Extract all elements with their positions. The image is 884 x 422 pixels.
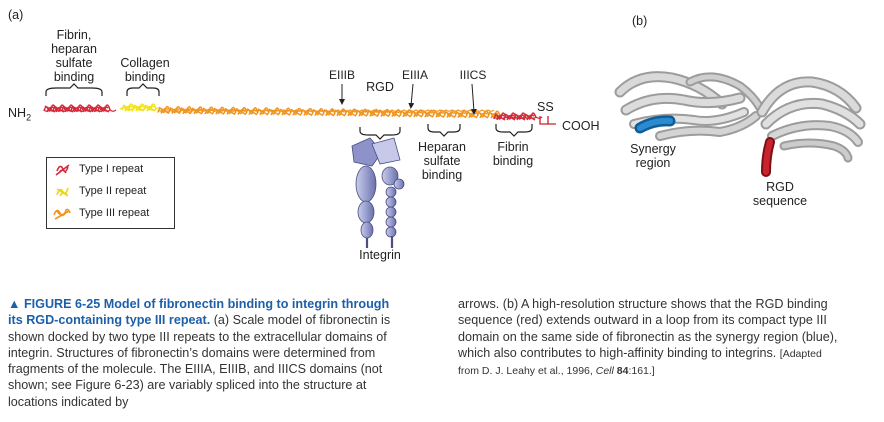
caption-title: FIGURE 6-25 Model of fibronectin binding… bbox=[8, 297, 390, 328]
fibrin-binding-label: Fibrin binding bbox=[492, 140, 534, 168]
type-iii-repeat bbox=[190, 106, 204, 115]
type-iii-repeat bbox=[377, 108, 391, 118]
caption-marker: ▲ bbox=[8, 297, 21, 311]
type-i-repeats bbox=[43, 104, 117, 113]
fibrin-brace bbox=[495, 124, 533, 137]
legend-type-ii: Type II repeat bbox=[79, 185, 147, 197]
type-iii-repeat bbox=[322, 108, 336, 117]
rgd-brace bbox=[359, 127, 401, 140]
type-iii-repeat bbox=[300, 107, 314, 117]
integrin-beta-leg bbox=[385, 186, 397, 238]
legend-type-i: Type I repeat bbox=[79, 163, 144, 175]
type-iii-repeat bbox=[476, 110, 490, 119]
type-iii-repeat bbox=[355, 108, 369, 117]
integrin-beta-side bbox=[393, 178, 405, 190]
type-iii-repeat bbox=[267, 107, 281, 116]
iiics-label: IIICS bbox=[459, 68, 487, 82]
eiiia-label: EIIIA bbox=[401, 68, 428, 82]
type-i-repeat bbox=[503, 112, 517, 121]
nh2-label: NH2 bbox=[8, 106, 32, 123]
type-iii-repeat bbox=[432, 109, 446, 118]
panel-a-label: (a) bbox=[8, 8, 24, 22]
disulfide-bond bbox=[539, 116, 556, 125]
heparan-brace bbox=[427, 124, 461, 137]
type-iii-repeat bbox=[223, 106, 237, 116]
collagen-binding-label: Collagen binding bbox=[120, 56, 170, 84]
fibrin-heparan-brace bbox=[45, 83, 103, 96]
type-iii-repeat bbox=[256, 107, 270, 116]
rgd-sequence-label: RGD sequence bbox=[752, 180, 808, 208]
legend-swatch-type-ii bbox=[56, 187, 69, 197]
synergy-region-label: Synergy region bbox=[630, 142, 676, 170]
legend-swatches bbox=[53, 164, 71, 220]
panel-a-diagram bbox=[43, 83, 556, 248]
legend-swatch-type-iii bbox=[53, 208, 71, 220]
type-iii-repeat bbox=[366, 108, 380, 118]
type-iii-repeat bbox=[388, 109, 402, 118]
legend-swatch-type-i bbox=[55, 164, 70, 176]
type-i-repeat bbox=[97, 104, 111, 113]
legend-type-iii: Type III repeat bbox=[79, 207, 150, 219]
type-iii-repeat bbox=[157, 105, 171, 115]
ribbon-domain-left bbox=[614, 71, 767, 141]
caption-body-left: (a) Scale model of fibronectin is shown … bbox=[8, 313, 391, 409]
eiiib-label: EIIIB bbox=[328, 68, 355, 82]
cooh-label: COOH bbox=[562, 119, 600, 133]
type-iii-repeat bbox=[245, 107, 259, 116]
type-iii-repeat bbox=[234, 106, 248, 116]
type-ii-repeats bbox=[119, 103, 163, 112]
type-i-repeat bbox=[493, 112, 507, 121]
type-iii-repeat bbox=[179, 106, 193, 115]
type-i-repeat bbox=[523, 112, 537, 121]
iiics-arrow bbox=[470, 83, 477, 115]
type-iii-repeat bbox=[278, 107, 292, 116]
type-iii-repeat bbox=[168, 106, 182, 115]
ss-label: SS bbox=[537, 100, 554, 114]
repeat-legend: Type I repeat Type II repeat Type III re… bbox=[46, 157, 175, 229]
type-iii-repeat bbox=[344, 108, 358, 117]
type-i-repeat bbox=[513, 112, 527, 121]
type-iii-repeat bbox=[454, 110, 468, 119]
caption-reference: [Adapted from D. J. Leahy et al., 1996, … bbox=[458, 347, 822, 378]
type-i-repeats-c-terminal bbox=[493, 112, 543, 121]
type-iii-repeats bbox=[157, 105, 501, 119]
type-iii-repeat bbox=[443, 109, 457, 119]
integrin-label: Integrin bbox=[359, 248, 401, 262]
type-iii-repeat bbox=[289, 107, 303, 116]
type-iii-repeat bbox=[311, 108, 325, 117]
type-iii-repeat bbox=[212, 106, 226, 115]
collagen-brace bbox=[126, 83, 160, 96]
caption-column-right: arrows. (b) A high-resolution structure … bbox=[458, 296, 842, 379]
panel-b-structure bbox=[614, 71, 866, 177]
fibrin-heparan-binding-label: Fibrin, heparan sulfate binding bbox=[51, 28, 97, 84]
caption-body-right: arrows. (b) A high-resolution structure … bbox=[458, 297, 838, 360]
heparan-sulfate-binding-label: Heparan sulfate binding bbox=[418, 140, 466, 182]
integrin-beta-head-bulb bbox=[381, 166, 399, 186]
type-iii-repeat bbox=[410, 109, 424, 118]
type-iii-repeat bbox=[333, 108, 347, 117]
integrin-molecule bbox=[351, 137, 405, 248]
type-ii-repeat bbox=[143, 103, 157, 112]
caption-column-left: ▲ FIGURE 6-25 Model of fibronectin bindi… bbox=[8, 296, 406, 410]
ribbon-domain-right bbox=[756, 76, 866, 163]
integrin-beta-head bbox=[371, 137, 401, 165]
type-ii-repeat bbox=[121, 103, 135, 112]
type-iii-repeat bbox=[399, 109, 413, 118]
type-iii-repeat bbox=[421, 109, 435, 118]
type-iii-repeat bbox=[201, 106, 215, 115]
panel-b-label: (b) bbox=[632, 14, 648, 28]
eiiia-arrow bbox=[408, 83, 415, 109]
type-ii-repeat bbox=[132, 103, 146, 112]
rgd-label: RGD bbox=[366, 80, 394, 94]
